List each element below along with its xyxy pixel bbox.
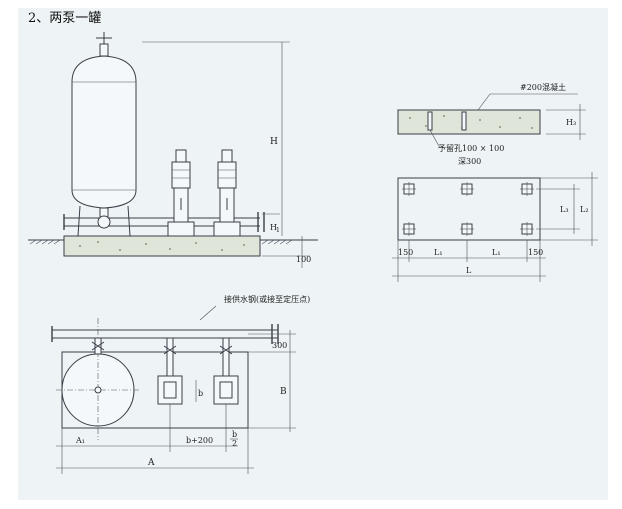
svg-text:100: 100 [296, 255, 311, 264]
svg-text:b: b [232, 430, 237, 439]
svg-text:H₃: H₃ [566, 118, 576, 127]
svg-text:A: A [147, 458, 155, 468]
pressure-tank [71, 32, 137, 237]
svg-text:B: B [280, 387, 287, 397]
anchor-holes [402, 182, 534, 236]
svg-text:L: L [466, 266, 472, 275]
svg-text:A₁: A₁ [75, 436, 85, 445]
dimension-100: 100 [262, 236, 311, 268]
plan-pump-2 [213, 337, 239, 405]
foundation-plan: L₃ L₂ 150 L₁ L₁ 150 L [392, 172, 598, 282]
svg-text:L₁: L₁ [434, 248, 443, 257]
svg-text:150: 150 [398, 248, 413, 257]
pump-1 [167, 149, 195, 237]
svg-text:H: H [270, 223, 277, 232]
svg-text:150: 150 [528, 248, 543, 257]
svg-text:300: 300 [272, 341, 287, 350]
svg-text:L₂: L₂ [580, 205, 589, 214]
svg-text:H: H [270, 137, 278, 147]
concrete-label: #200混凝土 [520, 82, 566, 92]
svg-text:2: 2 [232, 439, 237, 448]
dimension-h: H [142, 41, 290, 236]
foundation-section: #200混凝土 H₃ 予留孔100 × 100 深300 [397, 82, 586, 166]
hole-label: 予留孔100 × 100 [438, 143, 504, 153]
foundation-slab [397, 109, 541, 135]
svg-text:1: 1 [276, 227, 280, 234]
dimension-h1: H 1 [262, 213, 280, 234]
svg-text:b: b [198, 389, 203, 398]
svg-text:L₁: L₁ [492, 248, 501, 257]
svg-text:L₃: L₃ [560, 205, 569, 214]
depth-label: 深300 [458, 157, 481, 166]
elevation-base [63, 235, 261, 257]
svg-text:b+200: b+200 [186, 436, 213, 445]
drawing-title: 2、两泵一罐 [28, 11, 101, 26]
plan-view: 接供水钢(或接至定压点) [51, 294, 310, 474]
supply-pipe-label: 接供水钢(或接至定压点) [224, 294, 310, 304]
elevation-view: H H 1 100 [28, 32, 318, 268]
pump-2 [213, 149, 241, 237]
